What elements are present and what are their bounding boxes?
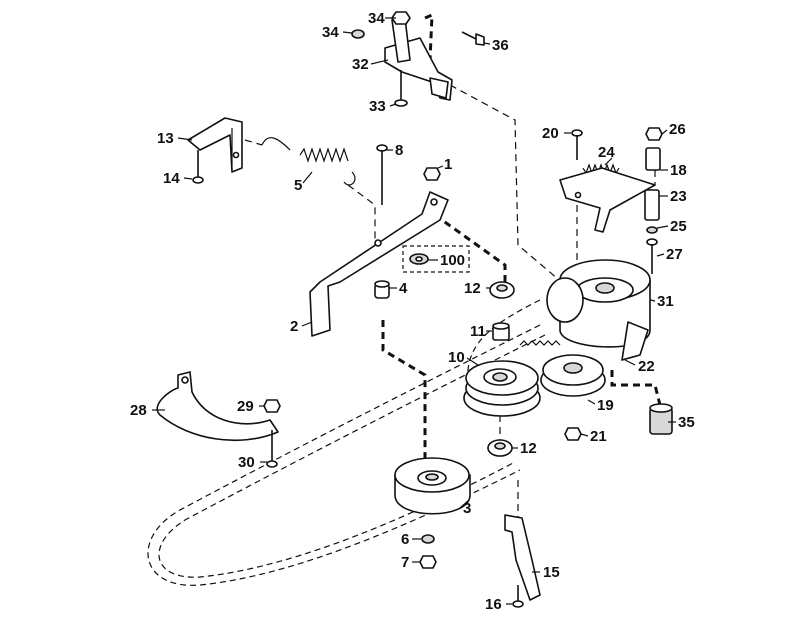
part-14-bolt [192, 150, 204, 184]
drive-belt [147, 299, 546, 586]
label-26: 26 [669, 121, 686, 138]
label-3: 3 [463, 500, 471, 517]
part-21-nut [564, 427, 582, 441]
label-11: 11 [470, 323, 486, 340]
part-15-bracket [504, 514, 541, 601]
part-20-bolt [571, 129, 583, 160]
part-31-clutch [546, 259, 651, 361]
label-34-washer: 34 [322, 24, 339, 41]
part-10-pulley [463, 360, 541, 417]
part-labels: 34 34 32 33 36 13 14 5 8 1 100 2 4 12 11… [130, 10, 695, 613]
label-12-bottom: 12 [520, 440, 537, 457]
part-12-bearing-bottom [487, 439, 513, 457]
label-21: 21 [590, 428, 607, 445]
part-5-spring [261, 137, 356, 186]
label-27: 27 [666, 246, 683, 263]
belt-teeth [519, 340, 561, 346]
part-13-bracket [187, 117, 243, 173]
part-2-idler-arm [309, 191, 449, 337]
part-35-bushing [649, 403, 673, 435]
label-16: 16 [485, 596, 502, 613]
label-20: 20 [542, 125, 559, 142]
label-100: 100 [440, 252, 465, 269]
label-10: 10 [448, 349, 465, 366]
part-11-spacer [492, 322, 510, 341]
label-12-top: 12 [464, 280, 481, 297]
label-7: 7 [401, 554, 409, 571]
label-35: 35 [678, 414, 695, 431]
part-36-bolt [461, 31, 485, 46]
label-36: 36 [492, 37, 509, 54]
label-5: 5 [294, 177, 302, 194]
label-24: 24 [598, 144, 615, 161]
part-3-pulley [394, 457, 471, 515]
part-8-bolt [376, 144, 388, 205]
leader-lines [152, 17, 676, 605]
label-22: 22 [638, 358, 655, 375]
label-33: 33 [369, 98, 386, 115]
part-24-spring [582, 163, 620, 175]
label-19: 19 [597, 397, 614, 414]
label-18: 18 [670, 162, 687, 179]
label-32: 32 [352, 56, 369, 73]
part-25-washer [646, 226, 658, 234]
part-100-washer [402, 245, 470, 273]
part-27-bolt [646, 238, 658, 274]
label-14: 14 [163, 170, 180, 187]
label-34-nut: 34 [368, 10, 385, 27]
part-32-bracket [384, 17, 453, 101]
part-4-spacer [374, 280, 390, 299]
label-2: 2 [290, 318, 298, 335]
label-30: 30 [238, 454, 255, 471]
part-29-nut [263, 399, 281, 413]
label-31: 31 [657, 293, 674, 310]
label-28: 28 [130, 402, 147, 419]
label-1: 1 [444, 156, 452, 173]
label-6: 6 [401, 531, 409, 548]
part-33-bolt [394, 70, 408, 107]
part-18-bracket [559, 167, 656, 233]
part-26-nut [645, 127, 663, 141]
part-34-nut [351, 11, 411, 39]
label-15: 15 [543, 564, 560, 581]
label-4: 4 [399, 280, 408, 297]
label-23: 23 [670, 188, 687, 205]
part-28-guard [156, 371, 279, 442]
label-29: 29 [237, 398, 254, 415]
label-25: 25 [670, 218, 687, 235]
part-23-sleeve [644, 147, 661, 221]
part-12-bearing-top [489, 281, 515, 299]
part-7-nut [419, 555, 437, 569]
part-6-washer [421, 534, 435, 544]
label-13: 13 [157, 130, 174, 147]
part-1-nut [423, 167, 441, 181]
label-8: 8 [395, 142, 403, 159]
part-16-bolt [512, 585, 524, 608]
part-19-pulley [540, 354, 606, 397]
part-30-bolt [266, 430, 278, 468]
